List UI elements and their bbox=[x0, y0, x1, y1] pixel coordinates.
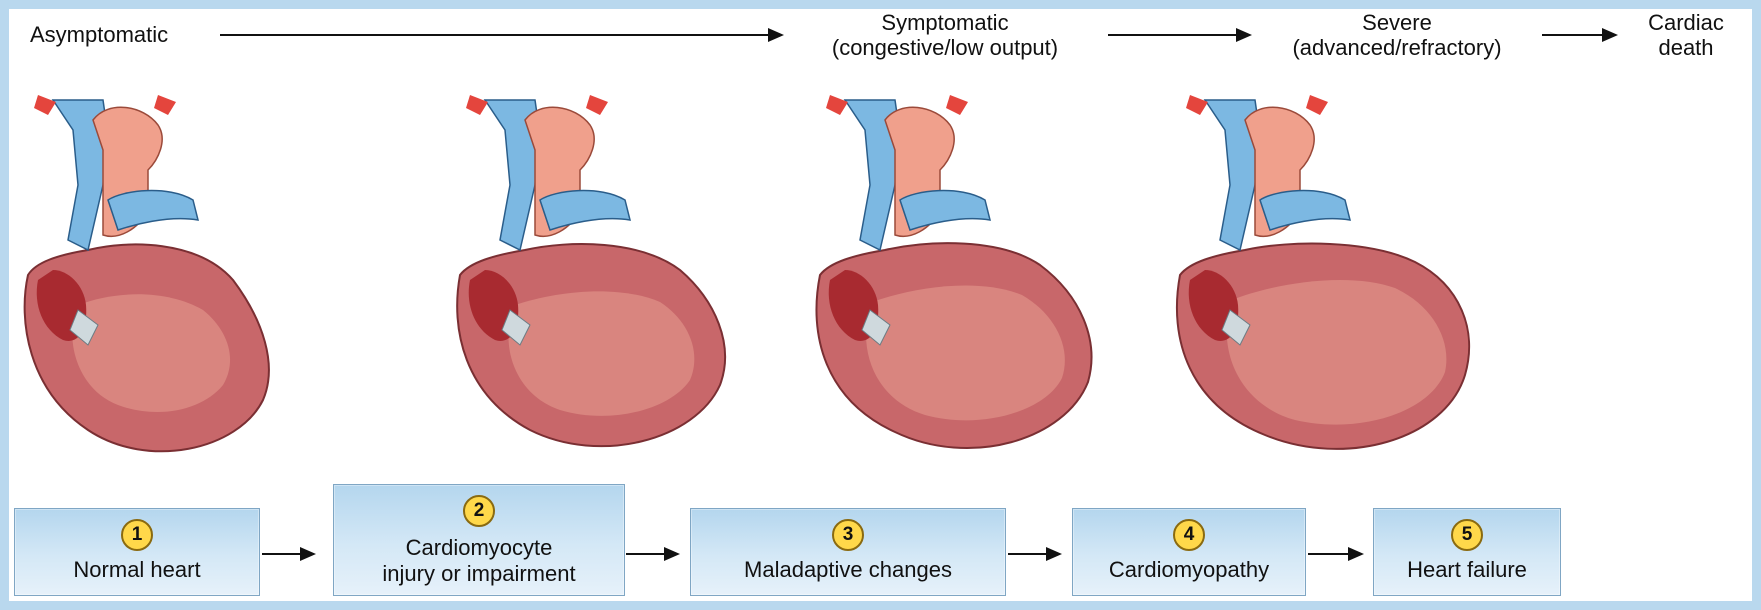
heart-illustration-remodeled bbox=[800, 90, 1100, 470]
step-label-line2: injury or impairment bbox=[334, 561, 624, 587]
stage-label-symptomatic: Symptomatic (congestive/low output) bbox=[795, 10, 1095, 60]
step-connector-2 bbox=[626, 553, 666, 555]
step-number-badge: 2 bbox=[463, 495, 495, 527]
heart-illustration-injured bbox=[440, 90, 740, 470]
stage-death-line2: death bbox=[1636, 35, 1736, 60]
timeline-arrow-2 bbox=[1108, 34, 1238, 36]
stage-label-severe: Severe (advanced/refractory) bbox=[1262, 10, 1532, 60]
step-connector-arrowhead-2 bbox=[664, 547, 680, 561]
step-box-cardiomyopathy: 4 Cardiomyopathy bbox=[1072, 508, 1306, 596]
step-number-badge: 1 bbox=[121, 519, 153, 551]
step-box-maladaptive-changes: 3 Maladaptive changes bbox=[690, 508, 1006, 596]
timeline-arrow-3 bbox=[1542, 34, 1604, 36]
heart-illustration-failing bbox=[1160, 90, 1480, 470]
stage-death-line1: Cardiac bbox=[1636, 10, 1736, 35]
timeline-arrowhead-1 bbox=[768, 28, 784, 42]
timeline-arrowhead-2 bbox=[1236, 28, 1252, 42]
step-label: Heart failure bbox=[1374, 557, 1560, 583]
step-label: Cardiomyopathy bbox=[1073, 557, 1305, 583]
stage-severe-line1: Severe bbox=[1262, 10, 1532, 35]
step-number-badge: 5 bbox=[1451, 519, 1483, 551]
step-connector-3 bbox=[1008, 553, 1048, 555]
step-connector-4 bbox=[1308, 553, 1350, 555]
step-connector-arrowhead-4 bbox=[1348, 547, 1364, 561]
step-label: Maladaptive changes bbox=[691, 557, 1005, 583]
step-label-line1: Cardiomyocyte bbox=[334, 535, 624, 561]
step-connector-arrowhead-1 bbox=[300, 547, 316, 561]
stage-symptomatic-line2: (congestive/low output) bbox=[795, 35, 1095, 60]
heart-illustration-normal bbox=[8, 90, 278, 470]
timeline-arrowhead-3 bbox=[1602, 28, 1618, 42]
step-box-heart-failure: 5 Heart failure bbox=[1373, 508, 1561, 596]
stage-severe-line2: (advanced/refractory) bbox=[1262, 35, 1532, 60]
step-box-cardiomyocyte-injury: 2 Cardiomyocyte injury or impairment bbox=[333, 484, 625, 596]
timeline-arrow-1 bbox=[220, 34, 770, 36]
stage-label-cardiac-death: Cardiac death bbox=[1636, 10, 1736, 60]
stage-symptomatic-line1: Symptomatic bbox=[795, 10, 1095, 35]
step-number-badge: 4 bbox=[1173, 519, 1205, 551]
step-connector-1 bbox=[262, 553, 302, 555]
step-label: Normal heart bbox=[15, 557, 259, 583]
stage-label-asymptomatic: Asymptomatic bbox=[30, 22, 168, 47]
step-box-normal-heart: 1 Normal heart bbox=[14, 508, 260, 596]
step-number-badge: 3 bbox=[832, 519, 864, 551]
step-connector-arrowhead-3 bbox=[1046, 547, 1062, 561]
